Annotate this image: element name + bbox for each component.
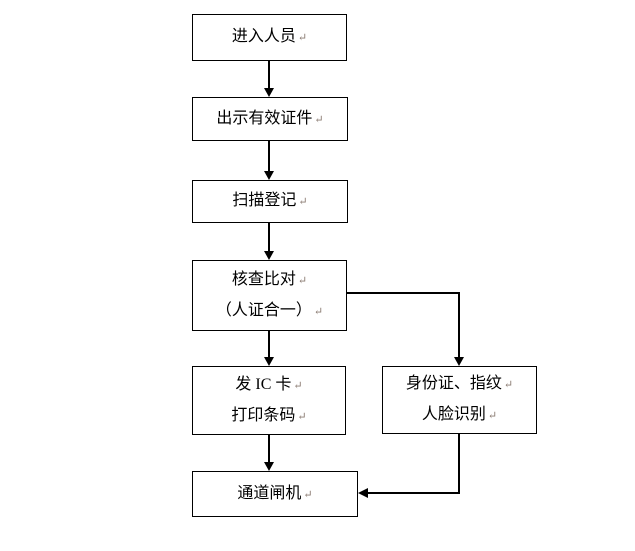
paragraph-return-mark: ↵ xyxy=(503,379,514,391)
node-id-fingerprint-face: 身份证、指纹↵ 人脸识别↵ xyxy=(382,366,537,434)
node-text: 通道闸机 xyxy=(237,484,302,502)
paragraph-return-mark: ↵ xyxy=(298,196,308,208)
branch-right-hline xyxy=(347,292,459,294)
connector-1-line xyxy=(268,61,270,89)
connector-2-arrowhead xyxy=(264,171,274,180)
node-label: 身份证、指纹↵ xyxy=(406,369,513,400)
branch-return-arrowhead xyxy=(358,488,368,498)
paragraph-return-mark: ↵ xyxy=(293,379,303,392)
connector-3-line xyxy=(268,223,270,252)
node-label: 进入人员↵ xyxy=(232,22,307,53)
node-issue-ic-card: 发 IC 卡↵ 打印条码↵ xyxy=(192,366,346,435)
node-scan-register: 扫描登记↵ xyxy=(192,180,348,223)
branch-right-arrowhead xyxy=(454,357,464,366)
node-verify-compare: 核查比对↵ （人证合一）↵ xyxy=(192,260,347,331)
paragraph-return-mark: ↵ xyxy=(487,410,498,422)
connector-4-line xyxy=(268,331,270,358)
connector-2-line xyxy=(268,141,270,172)
node-label: 出示有效证件↵ xyxy=(216,104,323,135)
connector-1-arrowhead xyxy=(264,88,274,97)
node-text: 核查比对 xyxy=(231,270,296,288)
node-text: 扫描登记 xyxy=(232,192,297,209)
paragraph-return-mark: ↵ xyxy=(297,410,307,423)
paragraph-return-mark: ↵ xyxy=(314,113,324,126)
node-enter-personnel: 进入人员↵ xyxy=(192,14,347,61)
node-text: 打印条码 xyxy=(231,406,296,424)
node-text: 进入人员 xyxy=(231,28,296,45)
node-show-valid-id: 出示有效证件↵ xyxy=(192,97,348,141)
node-channel-gate: 通道闸机↵ xyxy=(192,471,358,517)
node-label: 核查比对↵ xyxy=(232,265,307,296)
branch-return-vline xyxy=(458,434,460,493)
node-label: 扫描登记↵ xyxy=(232,186,307,217)
node-label: 通道闸机↵ xyxy=(237,479,312,510)
node-label: 人脸识别↵ xyxy=(422,400,497,431)
node-text: 身份证、指纹 xyxy=(405,375,502,392)
node-label: 发 IC 卡↵ xyxy=(235,370,302,401)
paragraph-return-mark: ↵ xyxy=(297,274,308,287)
paragraph-return-mark: ↵ xyxy=(313,305,324,318)
paragraph-return-mark: ↵ xyxy=(297,32,308,44)
paragraph-return-mark: ↵ xyxy=(303,488,313,501)
branch-right-vline xyxy=(458,292,460,358)
connector-3-arrowhead xyxy=(264,251,274,260)
node-text: （人证合一） xyxy=(215,301,312,319)
node-label: （人证合一）↵ xyxy=(216,296,323,327)
node-label: 打印条码↵ xyxy=(231,401,306,432)
connector-5-line xyxy=(268,435,270,463)
connector-4-arrowhead xyxy=(264,357,274,366)
node-text: 出示有效证件 xyxy=(216,109,313,127)
branch-return-hline xyxy=(368,492,460,494)
node-text: 发 IC 卡 xyxy=(235,375,292,393)
node-text: 人脸识别 xyxy=(421,406,486,423)
connector-5-arrowhead xyxy=(264,462,274,471)
